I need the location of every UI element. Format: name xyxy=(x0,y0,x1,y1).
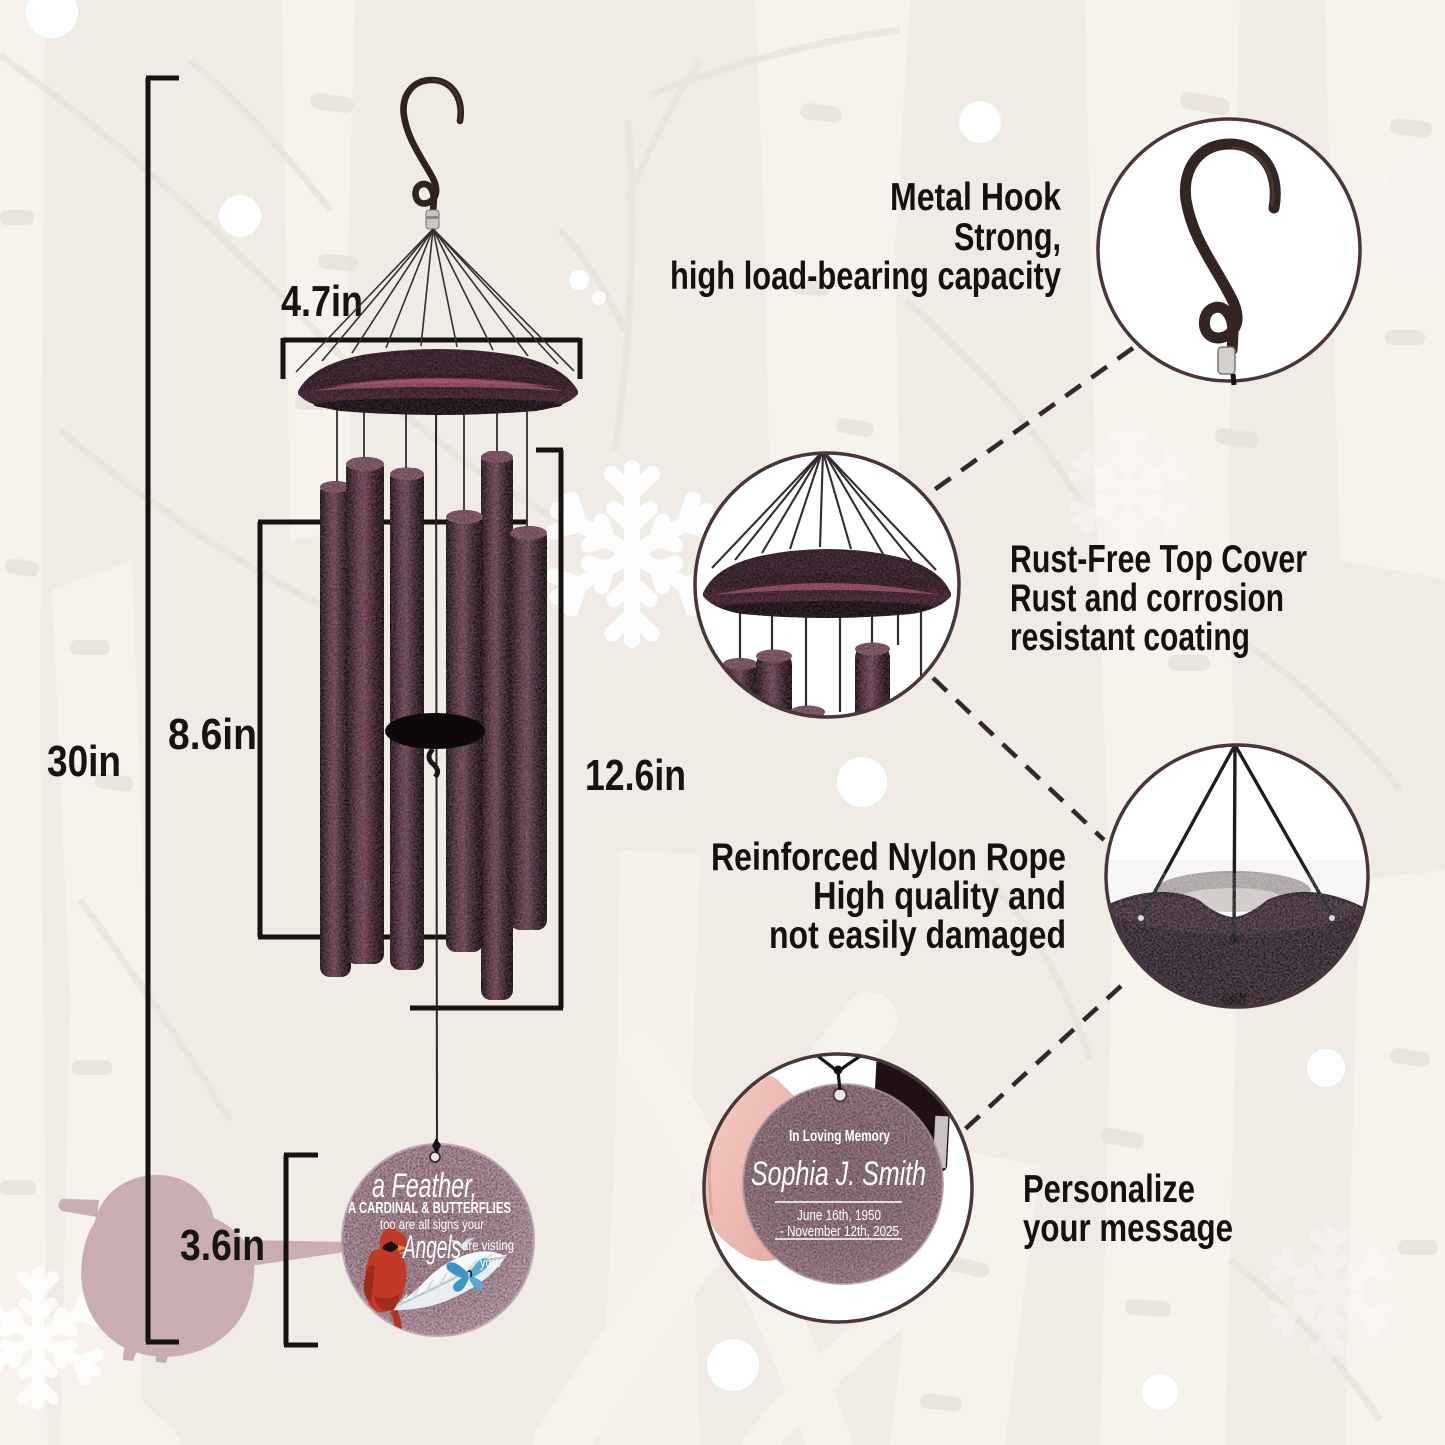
svg-text:A CARDINAL & BUTTERFLIES: A CARDINAL & BUTTERFLIES xyxy=(348,1200,511,1217)
svg-text:a Feather,: a Feather, xyxy=(372,1167,477,1205)
svg-text:High quality and: High quality and xyxy=(813,875,1066,918)
svg-text:In Loving Memory: In Loving Memory xyxy=(789,1128,890,1145)
svg-text:Angels: Angels xyxy=(402,1229,461,1265)
svg-text:are visting: are visting xyxy=(462,1238,514,1253)
svg-text:Rust-Free Top Cover: Rust-Free Top Cover xyxy=(1010,538,1307,581)
svg-text:Sophia J. Smith: Sophia J. Smith xyxy=(751,1155,926,1193)
svg-text:too are all signs your: too are all signs your xyxy=(380,1217,484,1232)
svg-text:Strong,: Strong, xyxy=(954,216,1061,259)
svg-text:you.: you. xyxy=(480,1255,501,1270)
svg-text:4.7in: 4.7in xyxy=(281,277,363,326)
svg-text:Metal Hook: Metal Hook xyxy=(890,176,1061,219)
svg-text:8.6in: 8.6in xyxy=(168,710,257,759)
svg-text:not easily damaged: not easily damaged xyxy=(769,914,1066,957)
svg-text:Personalize: Personalize xyxy=(1023,1168,1195,1211)
svg-text:30in: 30in xyxy=(47,737,121,786)
svg-text:your message: your message xyxy=(1023,1207,1233,1250)
svg-text:- November 12th, 2025: - November 12th, 2025 xyxy=(780,1224,899,1240)
svg-text:high load-bearing capacity: high load-bearing capacity xyxy=(670,255,1061,298)
svg-text:resistant coating: resistant coating xyxy=(1010,616,1250,659)
svg-text:Reinforced Nylon Rope: Reinforced Nylon Rope xyxy=(711,836,1066,879)
svg-text:3.6in: 3.6in xyxy=(180,1221,265,1270)
svg-text:Rust and corrosion: Rust and corrosion xyxy=(1010,577,1284,620)
svg-text:June 16th, 1950: June 16th, 1950 xyxy=(797,1208,881,1224)
svg-text:12.6in: 12.6in xyxy=(585,751,686,800)
